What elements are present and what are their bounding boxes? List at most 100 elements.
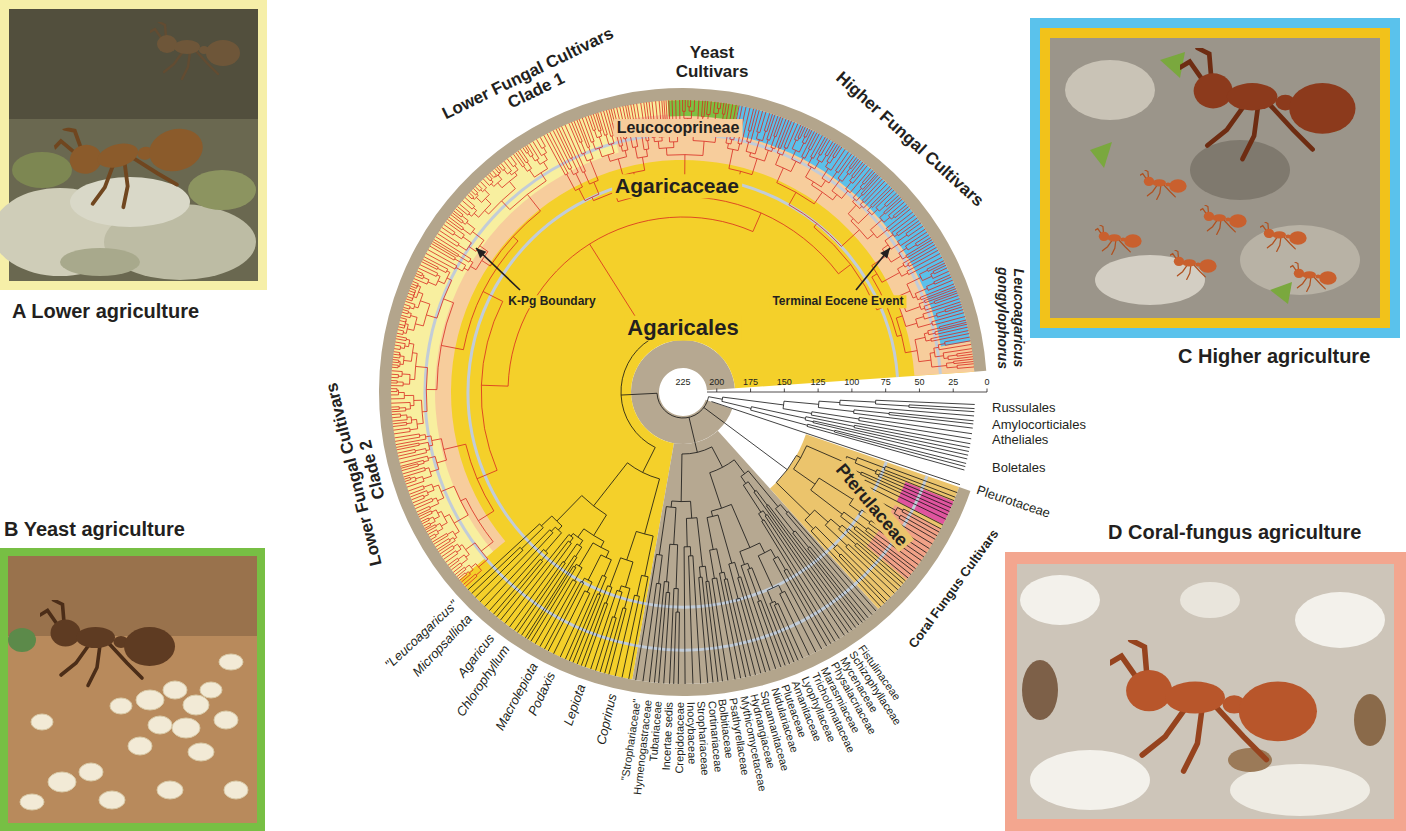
tree-branch <box>777 168 784 183</box>
tree-branch <box>636 130 638 134</box>
tree-branch <box>771 136 775 147</box>
tree-branch <box>661 137 662 141</box>
scale-number: 200 <box>709 377 724 387</box>
tree-branch <box>431 537 436 540</box>
tree-branch <box>444 299 454 303</box>
photo-detail <box>1020 575 1100 625</box>
tree-branch <box>410 288 416 290</box>
tree-branch <box>897 218 918 233</box>
tree-branch <box>763 131 766 141</box>
tree-branch <box>520 149 528 161</box>
tree-branch <box>405 480 411 482</box>
tree-branch <box>653 137 655 141</box>
tree-branch <box>919 360 931 362</box>
tree-branch <box>513 237 518 241</box>
tree-branch <box>537 139 542 148</box>
tree-branch <box>418 292 422 294</box>
tree-branch <box>731 504 750 547</box>
tree-branch <box>882 273 900 283</box>
clade-label: Leucocoprineae <box>614 119 743 137</box>
tree-branch <box>662 123 664 131</box>
tree-branch <box>579 189 585 201</box>
tree-branch <box>535 580 573 644</box>
tree-branch <box>610 558 621 587</box>
clade-label: Yeast Cultivars <box>662 43 762 81</box>
tree-branch <box>392 364 398 366</box>
tree-branch <box>644 103 649 141</box>
axis-tick <box>716 389 717 393</box>
tree-branch <box>689 556 693 684</box>
tree-branch <box>860 206 862 208</box>
tree-branch <box>659 592 667 683</box>
tree-branch <box>957 364 974 366</box>
tree-branch <box>789 192 796 204</box>
tree-branch <box>676 545 678 589</box>
tree-branch <box>427 527 437 532</box>
tree-branch <box>471 564 476 568</box>
tree-branch <box>854 410 889 414</box>
tree-branch <box>396 439 426 445</box>
tree-branch <box>772 148 773 151</box>
tree-branch <box>469 570 473 573</box>
tree-branch <box>656 101 659 137</box>
tree-branch <box>475 187 479 191</box>
tree-branch <box>814 224 817 228</box>
tree-branch <box>810 547 868 618</box>
tree-branch <box>899 518 935 539</box>
tree-branch <box>438 268 446 272</box>
tree-branch <box>702 117 703 121</box>
genus-label: "Leucoagaricus" <box>383 598 462 673</box>
tree-branch <box>740 552 745 565</box>
tree-branch <box>746 142 748 151</box>
tree-branch <box>463 241 518 350</box>
tree-branch <box>664 593 670 684</box>
tree-branch <box>792 150 796 159</box>
tree-branch <box>436 523 440 525</box>
tree-branch <box>736 599 755 675</box>
tree-branch <box>876 190 894 207</box>
tree-branch <box>888 212 912 231</box>
tree-branch <box>747 131 750 142</box>
tree-branch <box>816 527 836 547</box>
axis-tick <box>987 389 988 393</box>
tree-branch <box>501 164 505 169</box>
tree-branch <box>840 400 876 402</box>
tree-branch <box>573 595 601 663</box>
tree-branch <box>418 463 424 465</box>
tree-branch <box>570 538 573 542</box>
tree-branch <box>751 109 757 131</box>
tree-branch <box>657 393 709 418</box>
tree-branch <box>397 445 419 450</box>
tree-branch <box>670 589 674 684</box>
tree-branch <box>446 554 458 563</box>
tree-branch <box>935 295 959 303</box>
tree-branch <box>466 572 468 574</box>
tree-branch <box>634 173 637 186</box>
photo-detail <box>20 794 44 810</box>
scale-number: 225 <box>675 377 690 387</box>
photo-detail <box>1005 552 1406 831</box>
tree-branch <box>868 234 874 239</box>
tree-branch <box>686 518 688 546</box>
tree-branch <box>669 136 670 142</box>
photo-detail <box>1354 694 1386 746</box>
tree-branch <box>596 617 613 671</box>
tree-branch <box>929 333 935 335</box>
tree-branch <box>767 515 848 633</box>
tree-branch <box>527 145 533 155</box>
family-label: Crepidotaceae <box>673 702 686 774</box>
tree-branch <box>400 347 404 349</box>
photo-detail <box>40 600 175 686</box>
photo-detail <box>1170 250 1217 279</box>
tree-branch <box>391 398 404 399</box>
tree-branch <box>857 458 885 468</box>
tree-branch <box>616 134 619 146</box>
tree-branch <box>411 316 417 318</box>
tree-branch <box>690 547 691 556</box>
tree-branch <box>474 213 479 217</box>
tree-branch <box>817 155 820 160</box>
tree-branch <box>710 473 722 508</box>
tree-branch <box>908 245 916 250</box>
tree-branch <box>414 498 432 505</box>
tree-branch <box>575 568 582 581</box>
